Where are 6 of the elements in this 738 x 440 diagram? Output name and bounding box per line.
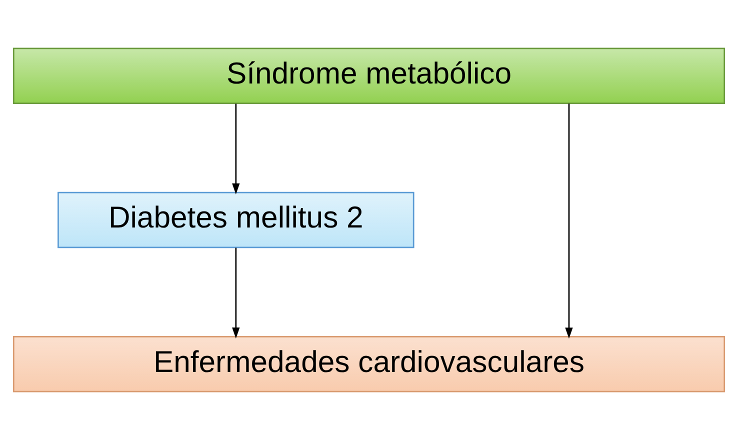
arrow xyxy=(565,104,573,339)
arrow xyxy=(232,104,240,194)
node-box: Enfermedades cardiovasculares xyxy=(12,336,726,392)
node-box: Síndrome metabólico xyxy=(12,48,726,104)
node-box: Diabetes mellitus 2 xyxy=(58,192,414,248)
arrow xyxy=(232,248,240,338)
